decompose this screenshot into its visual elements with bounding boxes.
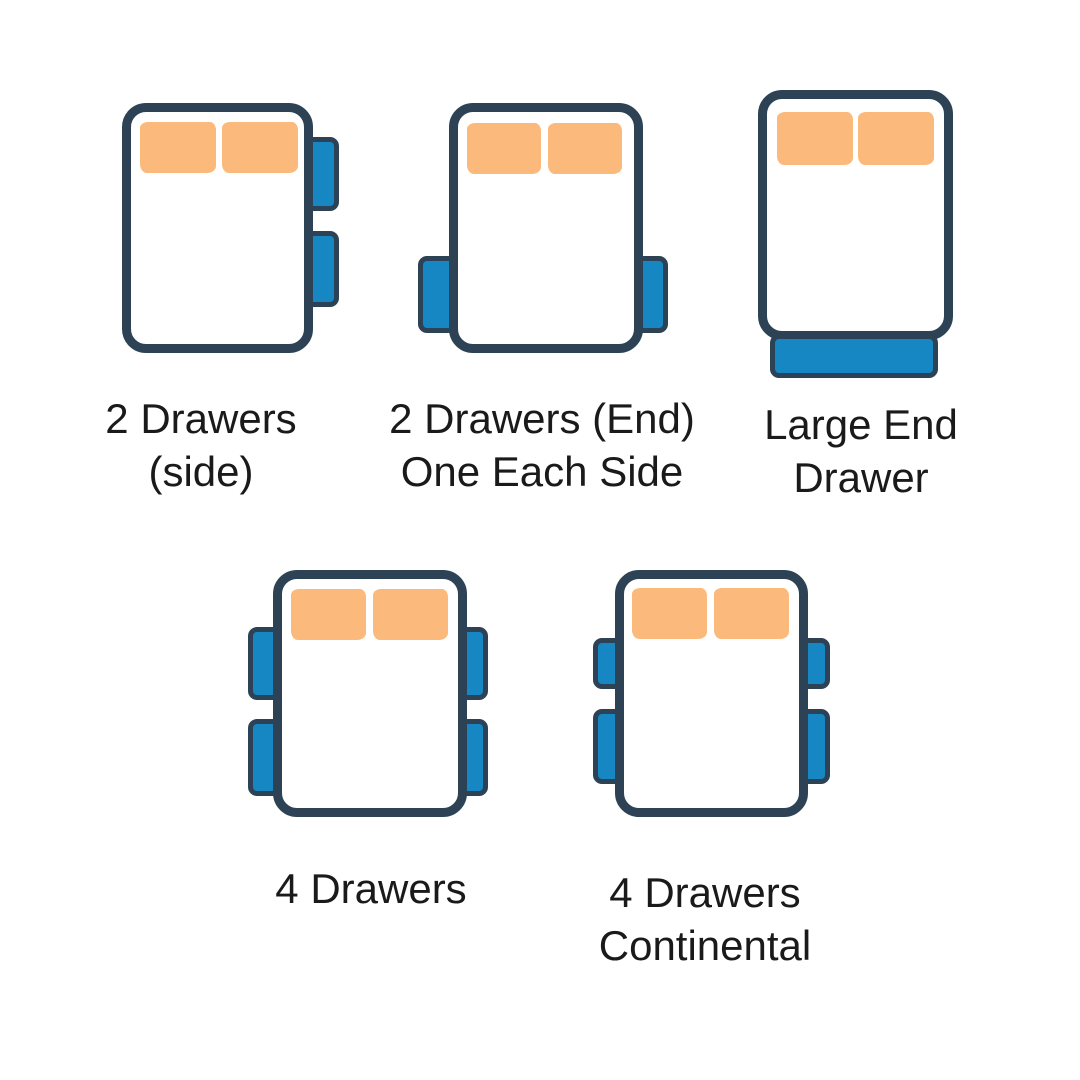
pillow-left xyxy=(632,588,707,639)
figure-label: 2 Drawers (side) xyxy=(41,392,361,498)
figure-label: 4 Drawers xyxy=(211,862,531,915)
figure-label-line1: 4 Drawers xyxy=(609,869,801,916)
pillow-left xyxy=(467,123,541,174)
pillow-left xyxy=(140,122,216,173)
figure-label-line2: (side) xyxy=(148,448,254,495)
figure-label-line1: Large End xyxy=(764,401,958,448)
figure-label: 4 Drawers Continental xyxy=(545,866,865,972)
figure-label-line1: 2 Drawers (End) xyxy=(389,395,695,442)
pillow-right xyxy=(222,122,298,173)
figure-label-line2: One Each Side xyxy=(400,448,684,495)
pillow-right xyxy=(548,123,622,174)
figure-label: 2 Drawers (End) One Each Side xyxy=(382,392,702,498)
figure-label-line2: Drawer xyxy=(793,454,929,501)
figure-label-line1: 4 Drawers xyxy=(275,865,467,912)
figure-label: Large End Drawer xyxy=(701,398,1021,504)
pillow-right xyxy=(714,588,789,639)
pillow-right xyxy=(858,112,934,165)
pillow-left xyxy=(777,112,853,165)
figure-label-line1: 2 Drawers xyxy=(105,395,297,442)
large-end-drawer xyxy=(770,334,938,378)
pillow-left xyxy=(291,589,366,640)
figure-label-line2: Continental xyxy=(598,922,812,969)
pillow-right xyxy=(373,589,448,640)
